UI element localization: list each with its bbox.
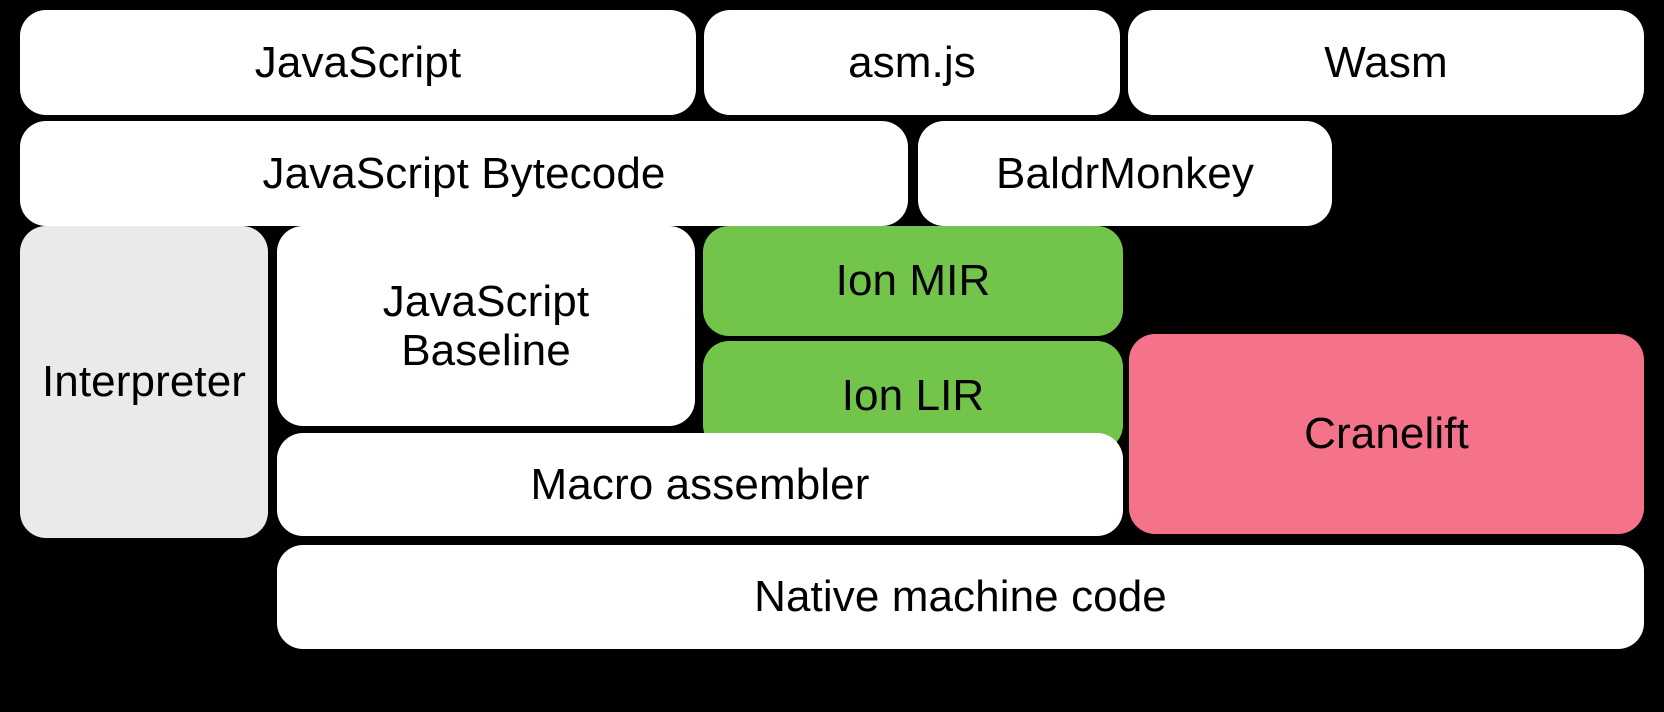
node-label: JavaScript Bytecode [262,148,666,198]
node-javascript-baseline[interactable]: JavaScript Baseline [277,226,695,426]
node-asm-js[interactable]: asm.js [704,10,1120,115]
node-ion-mir[interactable]: Ion MIR [703,226,1123,336]
node-interpreter[interactable]: Interpreter [20,226,268,538]
node-label: JavaScript [254,37,462,87]
node-label: Wasm [1324,37,1448,87]
node-label: BaldrMonkey [996,148,1254,198]
node-label: Cranelift [1304,409,1469,459]
node-label: asm.js [848,37,976,87]
node-javascript[interactable]: JavaScript [20,10,696,115]
node-baldrmonkey[interactable]: BaldrMonkey [918,121,1332,226]
node-label: Native machine code [754,572,1167,622]
node-ion-lir[interactable]: Ion LIR [703,341,1123,451]
node-label: Ion LIR [841,371,985,421]
node-javascript-bytecode[interactable]: JavaScript Bytecode [20,121,908,226]
node-label: Macro assembler [530,459,870,509]
node-macro-assembler[interactable]: Macro assembler [277,433,1123,536]
node-cranelift[interactable]: Cranelift [1129,334,1644,534]
node-label: JavaScript Baseline [382,276,590,375]
node-label: Ion MIR [835,256,991,306]
node-wasm[interactable]: Wasm [1128,10,1644,115]
node-label: Interpreter [41,357,247,407]
node-native-machine-code[interactable]: Native machine code [277,545,1644,649]
